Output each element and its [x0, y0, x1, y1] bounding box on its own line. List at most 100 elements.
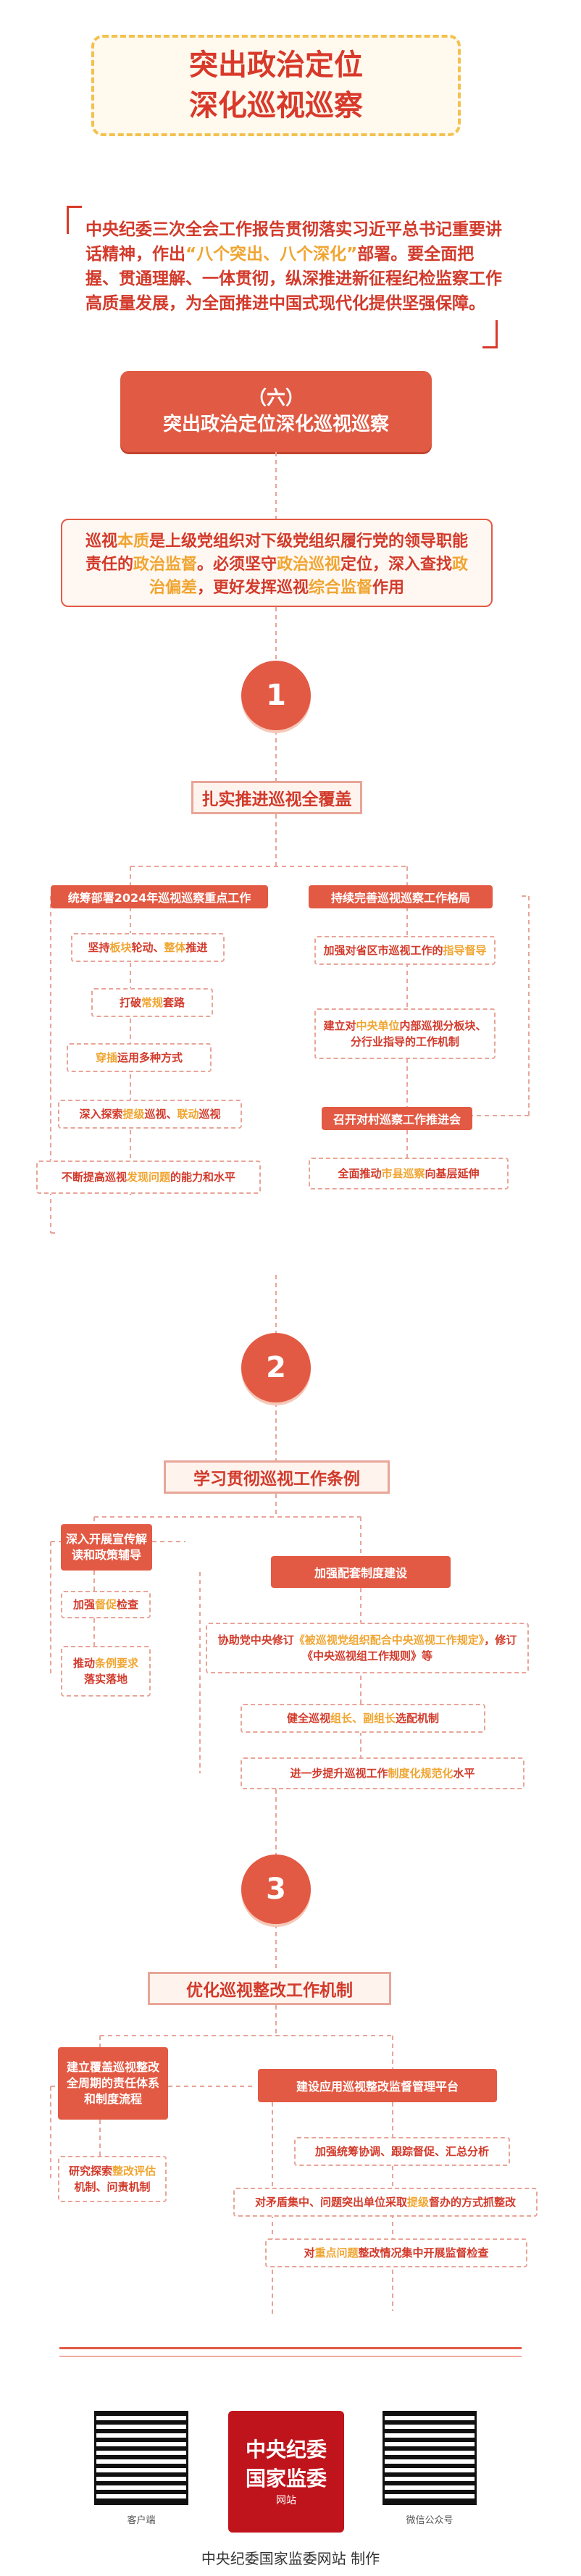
- qr-code-wechat: [383, 2411, 477, 2505]
- item-highlight: 督促: [94, 1598, 117, 1611]
- part1-left-item-5: 不断提高巡视发现问题的能力和水平: [36, 1161, 261, 1194]
- item-text: 进一步提升巡视工作: [290, 1767, 388, 1780]
- item-text: 深入探索: [79, 1108, 123, 1121]
- item-text: 打破: [119, 996, 141, 1009]
- part1-left-title: 统筹部署2024年巡视巡察重点工作: [51, 885, 268, 908]
- item-text: 内部巡视分板块、分行业指导的工作机制: [350, 1019, 487, 1048]
- item-text: 不断提高巡视: [61, 1171, 127, 1184]
- part2-right-item-2: 健全巡视组长、副组长选配机制: [241, 1704, 485, 1733]
- footer-divider: [59, 2347, 522, 2349]
- item-text: 健全巡视: [286, 1712, 330, 1725]
- part2-left-item-1: 加强督促检查: [61, 1591, 151, 1618]
- bracket-right-decoration: [482, 320, 498, 348]
- item-text: 推动: [72, 1657, 95, 1670]
- part3-left-title: 建立覆盖巡视整改全周期的责任体系和制度流程: [58, 2047, 168, 2120]
- def-highlight: 政治偏差: [149, 556, 469, 597]
- part3-number-circle: 3: [241, 1854, 311, 1924]
- item-text: 巡视: [198, 1108, 221, 1121]
- item-highlight: 制度化规范化: [388, 1767, 453, 1780]
- item-text: 坚持: [88, 941, 110, 954]
- item-text: ，修订《中央巡视组工作规则》等: [301, 1634, 517, 1663]
- item-text: 检查: [117, 1598, 139, 1611]
- part1-left-item-2: 打破常规套路: [91, 988, 213, 1017]
- item-highlight: 组长、副组长: [330, 1712, 396, 1725]
- part1-number-circle: 1: [241, 661, 311, 730]
- part1-right-item-2: 建立对中央单位内部巡视分板块、分行业指导的工作机制: [314, 1008, 496, 1059]
- item-text: 向基层延伸: [425, 1167, 480, 1180]
- part1-left-item-4: 深入探索提级巡视、联动巡视: [58, 1100, 242, 1129]
- item-highlight: 穿插: [95, 1051, 117, 1064]
- item-highlight: 整体: [164, 941, 186, 954]
- footer-divider-thin: [59, 2356, 522, 2357]
- item-text: 轮动、: [131, 941, 164, 954]
- title-box: 突出政治定位 深化巡视巡察: [91, 35, 461, 136]
- part3-left-item-1: 研究探索整改评估机制、问责机制: [58, 2156, 167, 2202]
- item-text: 全面推动: [338, 1167, 382, 1180]
- item-text: 落实落地: [83, 1673, 128, 1686]
- logo-text-1: 中央纪委: [245, 2438, 327, 2462]
- item-highlight: 条例要求: [95, 1657, 139, 1670]
- part3-right-item-3: 对重点问题整改情况集中开展监督检查: [265, 2238, 527, 2267]
- logo-text-2: 国家监委: [245, 2467, 327, 2491]
- item-text: 推进: [185, 941, 208, 954]
- part2-left-title: 深入开展宣传解读和政策辅导: [61, 1524, 152, 1571]
- item-text: 加强对省区市巡视工作的: [323, 944, 443, 957]
- definition-box: 巡视本质是上级党组织对下级党组织履行党的领导职能责任的政治监督。必须坚守政治巡视…: [61, 519, 493, 607]
- part1-left-item-1: 坚持板块轮动、整体推进: [71, 933, 225, 962]
- qr-caption-client: 客户端: [127, 2515, 156, 2526]
- item-text: 加强统筹协调、跟踪督促、汇总分析: [314, 2145, 489, 2158]
- item-highlight: 提级: [406, 2196, 429, 2209]
- bracket-left-decoration: [67, 206, 82, 234]
- item-text: 加强: [72, 1598, 95, 1611]
- item-highlight: 发现问题: [126, 1171, 170, 1184]
- part2-right-item-3: 进一步提升巡视工作制度化规范化水平: [241, 1757, 524, 1789]
- item-highlight: 《被巡视党组织配合中央巡视工作规定》: [293, 1634, 485, 1647]
- def-text: 作用: [372, 579, 405, 597]
- intro-text-2: 部署。要全面把握、贯通理解、一体贯彻，纵深推进新征程纪检监察工作高质量发展，为全…: [85, 245, 502, 313]
- part2-right-title: 加强配套制度建设: [271, 1556, 451, 1588]
- item-text: 选配机制: [396, 1712, 440, 1725]
- part2-number-circle: 2: [241, 1333, 311, 1402]
- qr-code-client: [94, 2411, 188, 2505]
- item-highlight: 提级: [122, 1108, 145, 1121]
- logo-text-3: 网站: [276, 2495, 296, 2506]
- def-highlight: 政治巡视: [277, 556, 341, 574]
- part1-left-item-3: 穿插运用多种方式: [67, 1043, 212, 1072]
- title-line-1: 突出政治定位: [189, 49, 363, 82]
- item-highlight: 市县巡察: [381, 1167, 425, 1180]
- def-highlight: 综合监督: [309, 579, 373, 597]
- section-number: （六）: [247, 388, 304, 409]
- item-text: 的能力和水平: [170, 1171, 236, 1184]
- item-text: 水平: [453, 1767, 475, 1780]
- item-highlight: 常规: [141, 996, 163, 1009]
- def-text: 定位，深入查找: [340, 556, 453, 574]
- item-highlight: 指导督导: [443, 944, 487, 957]
- item-text: 运用多种方式: [117, 1051, 183, 1064]
- item-text: 整改情况集中开展监督检查: [358, 2246, 489, 2259]
- part1-right-title-2: 召开对村巡察工作推进会: [322, 1107, 472, 1130]
- section-title: 突出政治定位深化巡视巡察: [162, 414, 389, 435]
- item-highlight: 联动: [177, 1108, 199, 1121]
- part1-heading: 扎实推进巡视全覆盖: [191, 781, 362, 814]
- footer-credit: 中央纪委国家监委网站 制作: [201, 2550, 380, 2567]
- part3-right-item-1: 加强统筹协调、跟踪督促、汇总分析: [294, 2137, 510, 2166]
- item-text: 机制、问责机制: [74, 2180, 151, 2194]
- part1-right-item-3: 全面推动市县巡察向基层延伸: [309, 1158, 509, 1189]
- item-text: 协助党中央修订: [217, 1634, 294, 1647]
- item-text: 研究探索: [68, 2165, 112, 2178]
- part2-left-item-2: 推动条例要求落实落地: [61, 1646, 151, 1697]
- item-highlight: 整改评估: [112, 2165, 156, 2178]
- part3-right-title: 建设应用巡视整改监督管理平台: [258, 2069, 497, 2102]
- item-text: 套路: [163, 996, 185, 1009]
- def-text: 巡视: [85, 532, 117, 551]
- def-highlight: 本质: [117, 532, 149, 551]
- intro-paragraph: 中央纪委三次全会工作报告贯彻落实习近平总书记重要讲话精神，作出“八个突出、八个深…: [85, 217, 503, 316]
- part2-right-item-1: 协助党中央修订《被巡视党组织配合中央巡视工作规定》，修订《中央巡视组工作规则》等: [206, 1623, 529, 1673]
- def-highlight: 政治监督: [133, 556, 197, 574]
- site-logo: 中央纪委 国家监委 网站: [228, 2411, 344, 2533]
- item-text: 对矛盾集中、问题突出单位采取: [254, 2196, 407, 2209]
- item-text: 对: [304, 2246, 315, 2259]
- title-line-2: 深化巡视巡察: [189, 89, 363, 122]
- part3-heading: 优化巡视整改工作机制: [148, 1972, 391, 2005]
- item-text: 巡视、: [144, 1108, 177, 1121]
